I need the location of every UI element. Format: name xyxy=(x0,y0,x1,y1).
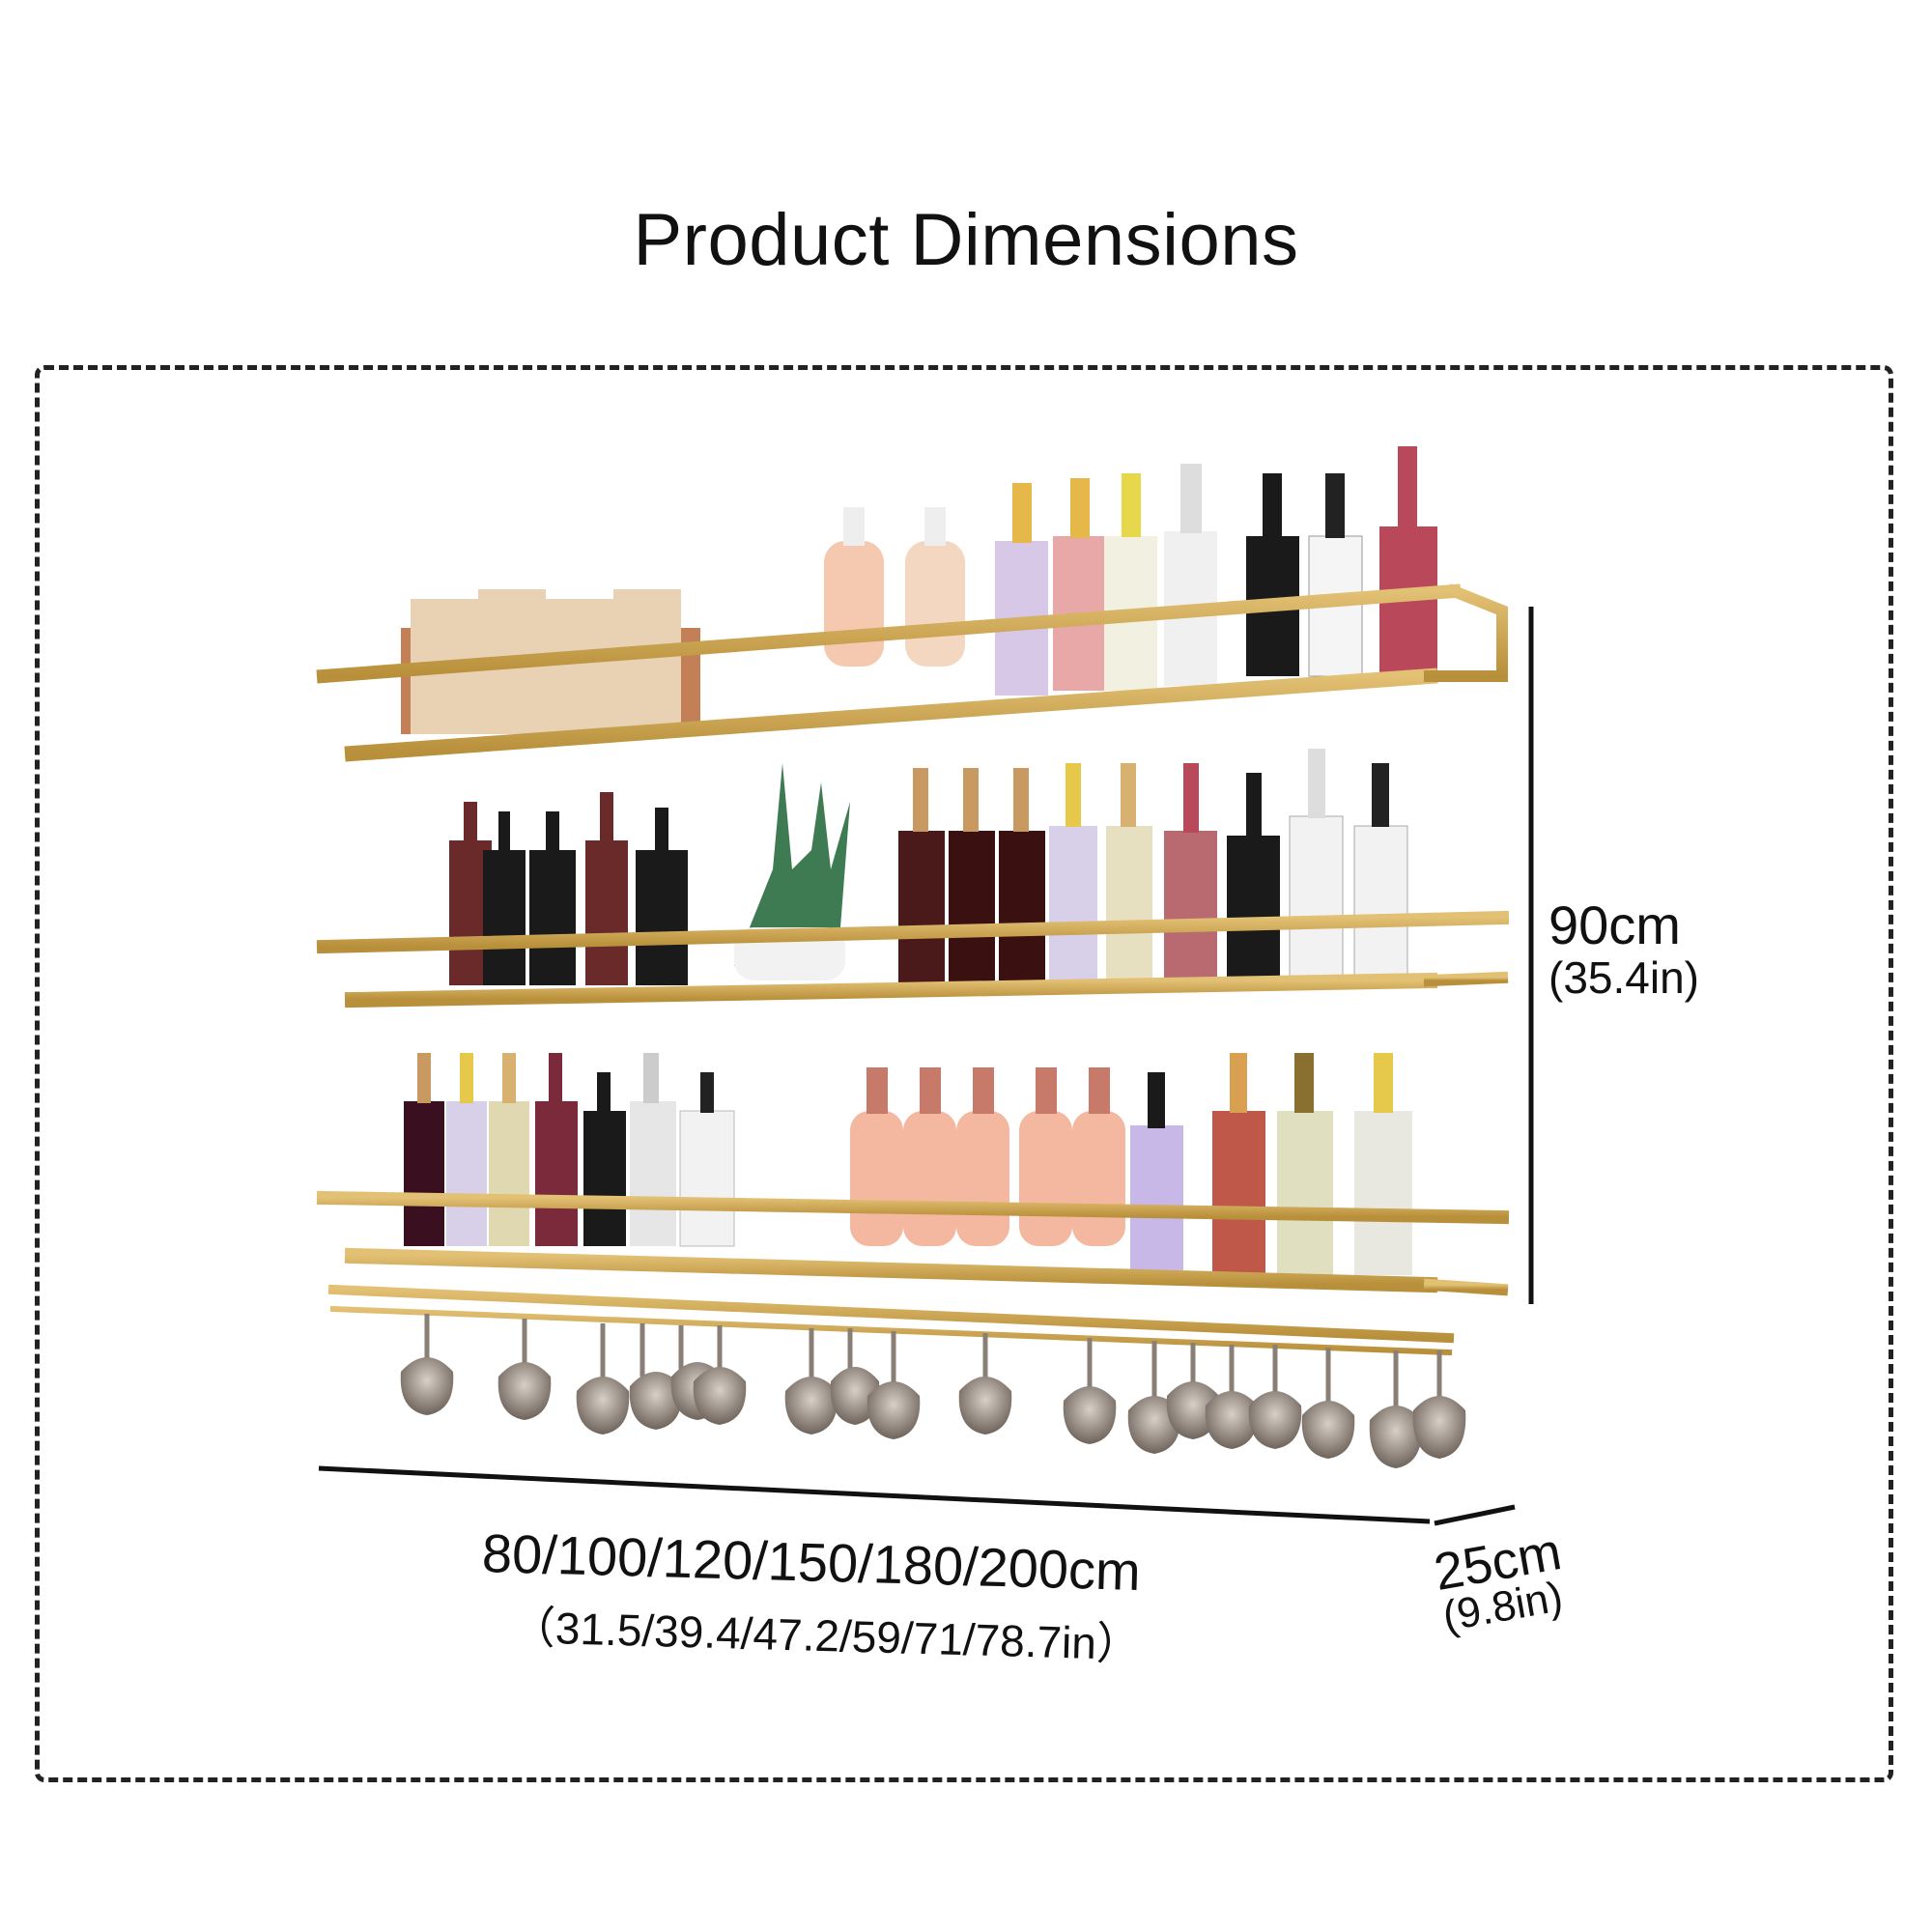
dashed-border xyxy=(35,365,1893,1782)
bottles-bottom-shelf xyxy=(404,1053,1412,1275)
width-dimension-line xyxy=(318,1465,1431,1524)
rack-frame xyxy=(316,583,1510,1356)
height-label-inches: (35.4in) xyxy=(1548,952,1699,1003)
depth-dimension-line xyxy=(1434,1504,1516,1526)
height-label: 90cm xyxy=(1548,895,1681,955)
hanging-wine-glasses xyxy=(400,1314,1466,1468)
bottles-middle-shelf xyxy=(449,749,1408,986)
page-title: Product Dimensions xyxy=(633,199,1299,281)
